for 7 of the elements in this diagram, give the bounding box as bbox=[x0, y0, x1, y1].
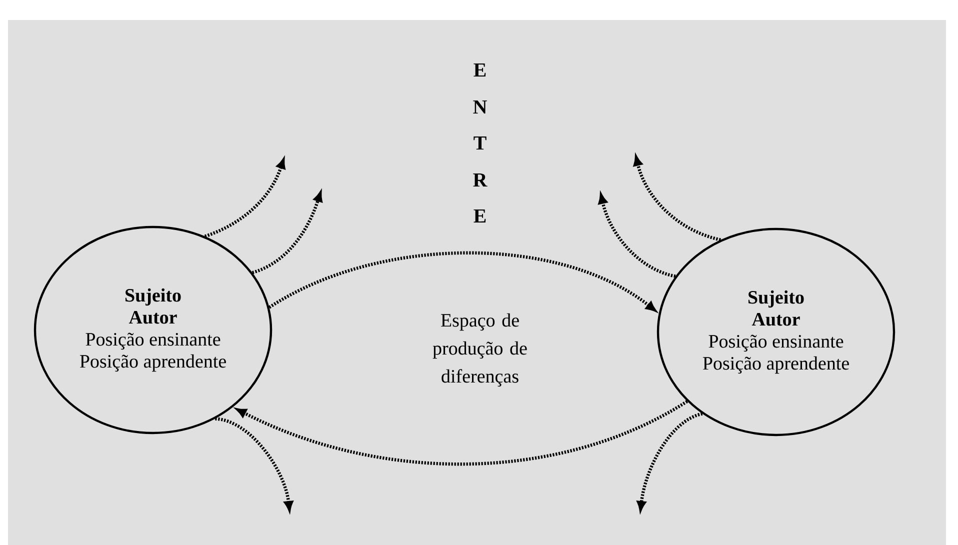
letter: E bbox=[474, 209, 486, 223]
letter: T bbox=[474, 136, 486, 150]
letter: N bbox=[473, 100, 487, 114]
arrow bbox=[268, 251, 656, 312]
letter: R bbox=[473, 173, 488, 187]
center-text: Espaço de produção de diferenças bbox=[432, 313, 527, 387]
letter: E bbox=[474, 63, 486, 77]
